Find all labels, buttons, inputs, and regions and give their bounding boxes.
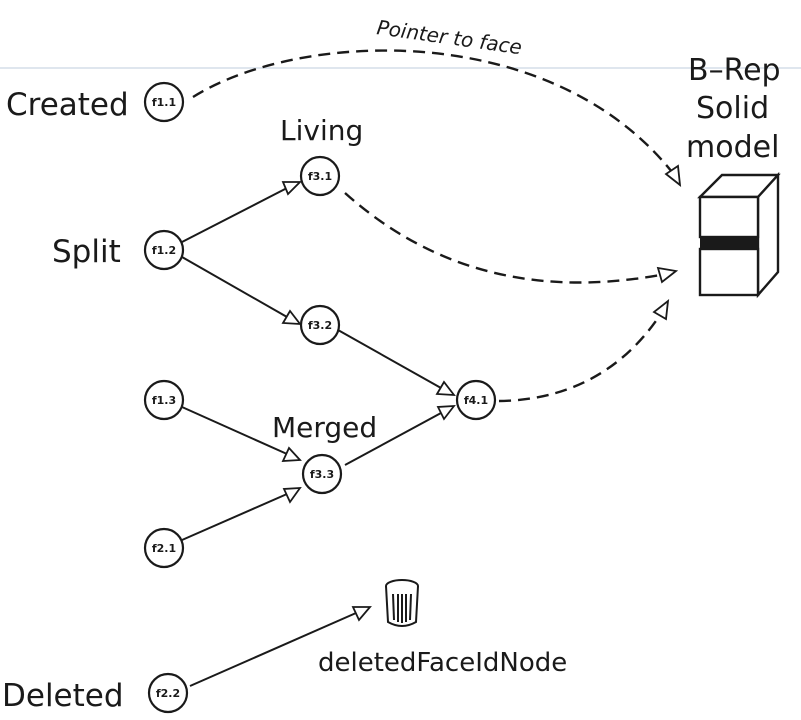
node-f21: f2.1 — [143, 527, 185, 569]
label-model: model — [686, 130, 779, 165]
label-deleted: Deleted — [2, 678, 124, 714]
node-f11: f1.1 — [143, 81, 185, 123]
edge-f33-f41 — [344, 404, 456, 466]
label-brep: B–Rep — [688, 53, 781, 88]
edge-f32-f41 — [337, 329, 456, 397]
solid-model-icon — [697, 171, 781, 299]
label-pointer-to-face: Pointer to face — [375, 15, 523, 59]
edge-f12-f31 — [181, 181, 303, 243]
pointer-f11-solid — [192, 49, 682, 188]
node-f33-label: f3.3 — [310, 468, 334, 481]
node-f31: f3.1 — [299, 155, 341, 197]
label-deleted-face-id-node: deletedFaceIdNode — [318, 648, 567, 678]
label-solid: Solid — [696, 91, 769, 126]
node-f22: f2.2 — [147, 672, 189, 714]
edge-f22-deleted — [189, 606, 372, 687]
pointer-f41-solid — [498, 298, 670, 403]
node-f32-label: f3.2 — [308, 319, 332, 332]
node-f31-label: f3.1 — [308, 170, 332, 183]
edge-f12-f32 — [181, 256, 302, 326]
node-f32: f3.2 — [299, 304, 341, 346]
node-f13-label: f1.3 — [152, 394, 176, 407]
node-f22-label: f2.2 — [156, 687, 180, 700]
node-f11-label: f1.1 — [152, 96, 176, 109]
node-f13: f1.3 — [143, 379, 185, 421]
edge-f13-f33 — [181, 406, 302, 462]
node-f21-label: f2.1 — [152, 542, 176, 555]
node-f41-label: f4.1 — [464, 394, 488, 407]
label-split: Split — [52, 234, 121, 270]
node-f33: f3.3 — [301, 453, 343, 495]
label-living: Living — [280, 114, 363, 147]
pointer-f31-solid — [344, 192, 679, 284]
node-f41: f4.1 — [455, 379, 497, 421]
label-merged: Merged — [272, 411, 377, 444]
edge-f21-f33 — [181, 486, 302, 541]
trash-can-icon — [385, 579, 419, 627]
node-f12-label: f1.2 — [152, 244, 176, 257]
node-f12: f1.2 — [143, 229, 185, 271]
label-created: Created — [6, 87, 129, 123]
